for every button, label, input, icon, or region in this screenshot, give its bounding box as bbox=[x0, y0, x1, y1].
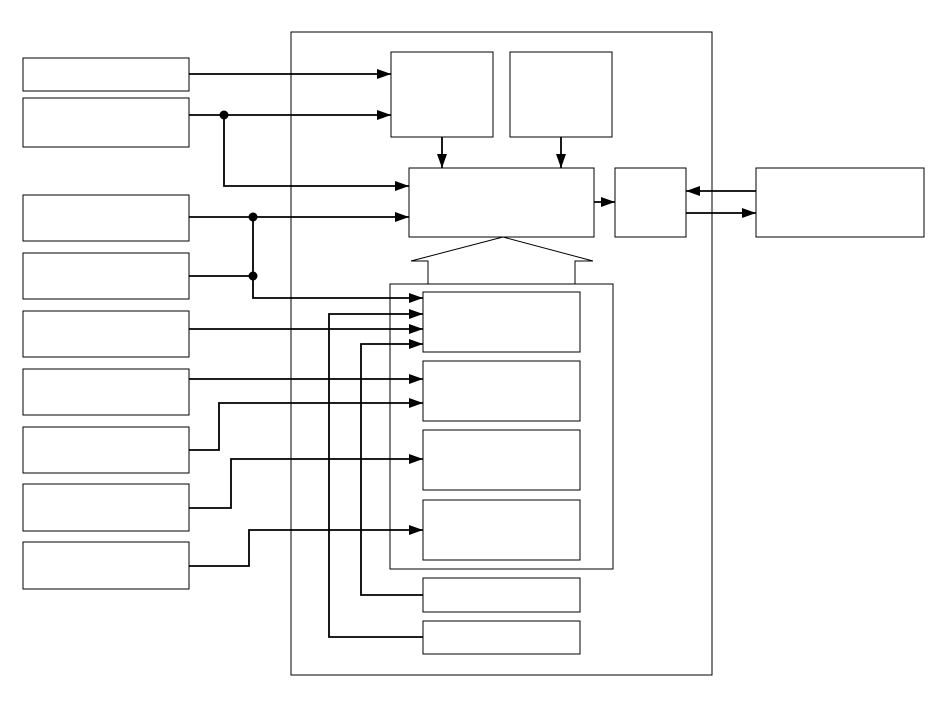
main-enclosure bbox=[290, 31, 713, 676]
wire-in7-sub2 bbox=[189, 398, 423, 451]
bottom-block-1 bbox=[422, 577, 581, 613]
sub-module-group-frame bbox=[389, 283, 614, 570]
top-block-b bbox=[509, 51, 613, 138]
sub-module-3 bbox=[422, 429, 581, 491]
junction-dot-2 bbox=[248, 212, 258, 222]
bottom-block-2 bbox=[422, 620, 581, 655]
interface-block bbox=[614, 167, 687, 238]
junction-dot-3 bbox=[248, 271, 258, 281]
input-block-9 bbox=[22, 541, 190, 590]
input-block-7 bbox=[22, 426, 190, 474]
bus-arrow bbox=[410, 236, 594, 284]
input-block-1 bbox=[22, 57, 190, 92]
sub-module-2 bbox=[422, 360, 581, 422]
input-block-8 bbox=[22, 483, 190, 532]
input-block-5 bbox=[22, 310, 190, 358]
wire-bottom2-sub1 bbox=[328, 309, 423, 638]
wire-in2-central bbox=[223, 115, 409, 191]
wire-bottom1-sub1 bbox=[360, 339, 423, 596]
input-block-2 bbox=[22, 97, 190, 148]
sub-module-4 bbox=[422, 499, 581, 561]
connections bbox=[189, 69, 756, 638]
central-processor-block bbox=[408, 167, 595, 238]
junction-dot-1 bbox=[219, 110, 229, 120]
external-device-block bbox=[755, 167, 925, 238]
wire-in9-sub4 bbox=[189, 525, 423, 567]
wire-in8-sub3 bbox=[189, 454, 423, 509]
top-block-a bbox=[390, 51, 494, 138]
input-block-6 bbox=[22, 368, 190, 416]
sub-module-1 bbox=[422, 291, 581, 353]
wire-bus-sub1 bbox=[252, 217, 423, 303]
input-block-3 bbox=[22, 194, 190, 242]
input-block-4 bbox=[22, 252, 190, 300]
